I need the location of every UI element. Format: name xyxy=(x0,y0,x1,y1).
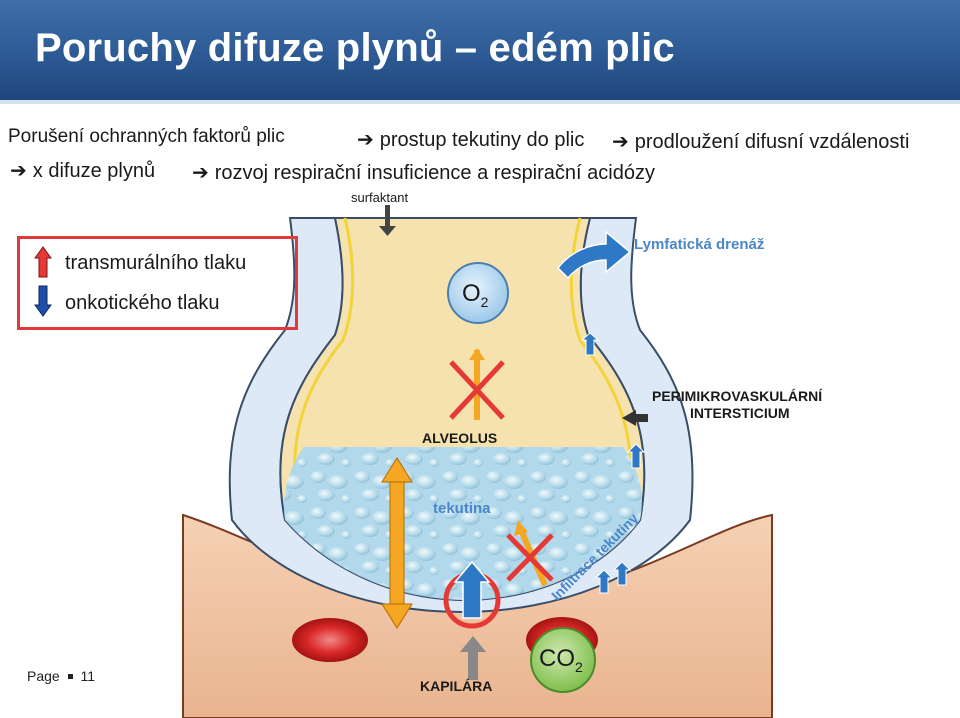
intro-line2-b: rozvoj respirační insuficience a respira… xyxy=(214,162,655,184)
intro-line1-c: prodloužení difusní vzdálenosti xyxy=(634,131,910,153)
intro-line1-c-wrap: ➔prodloužení difusní vzdálenosti xyxy=(612,129,909,154)
co2-label: CO2 xyxy=(539,645,583,675)
page-label: Page xyxy=(27,668,60,684)
alveolus-label: ALVEOLUS xyxy=(422,430,498,446)
surfactant-label: surfaktant xyxy=(351,190,409,205)
co2-bubble xyxy=(530,627,596,693)
fluid-area xyxy=(283,447,642,600)
red-blood-cell xyxy=(292,618,368,662)
legend-down-arrow xyxy=(34,285,52,317)
capillary-pointer-head xyxy=(460,636,486,652)
intro-line1-b: prostup tekutiny do plic xyxy=(379,129,585,151)
intro-line2-a-wrap: ➔x difuze plynů xyxy=(10,158,155,183)
title-bar: Poruchy difuze plynů – edém plic xyxy=(0,0,960,100)
legend-up-label: transmurálního tlaku xyxy=(65,252,247,274)
bidirectional-arrow xyxy=(381,457,413,629)
surfactant-layer xyxy=(293,217,355,513)
lymph-arrow xyxy=(557,230,632,280)
fluid-label: tekutina xyxy=(433,500,491,517)
intro-line2-b-wrap: ➔rozvoj respirační insuficience a respir… xyxy=(192,160,655,185)
capillary-label: KAPILÁRA xyxy=(420,678,493,694)
interstitium-label-2: INTERSTICIUM xyxy=(690,405,790,421)
right-arrow-icon: ➔ xyxy=(612,131,629,153)
o2-label: O2 xyxy=(462,280,489,310)
right-arrow-icon: ➔ xyxy=(192,162,209,184)
bullet-icon xyxy=(67,674,73,679)
capillary-leak-arrow xyxy=(453,560,491,619)
blocked-co2-cross xyxy=(506,533,554,582)
interstitium-pointer xyxy=(622,410,648,426)
page-number: 11 xyxy=(80,668,96,684)
intro-line1-b-wrap: ➔prostup tekutiny do plic xyxy=(357,127,584,152)
legend-up-arrow xyxy=(34,246,52,278)
intro-line2-a: x difuze plynů xyxy=(32,160,156,182)
surfactant-arrow-shaft xyxy=(385,205,390,227)
page-indicator: Page 11 xyxy=(27,668,95,684)
legend-box xyxy=(17,236,298,330)
interstitium-label-1: PERIMIKROVASKULÁRNÍ xyxy=(652,388,823,404)
lymph-label: Lymfatická drenáž xyxy=(634,236,765,253)
right-arrow-icon: ➔ xyxy=(357,129,374,151)
intro-line1-a: Porušení ochranných faktorů plic xyxy=(8,126,285,147)
o2-bubble xyxy=(447,262,509,324)
title-divider xyxy=(0,100,960,104)
surfactant-arrow-head xyxy=(379,226,396,236)
legend-down-label: onkotického tlaku xyxy=(65,292,220,314)
right-arrow-icon: ➔ xyxy=(10,160,27,182)
page-title: Poruchy difuze plynů – edém plic xyxy=(35,26,675,70)
capillary-pointer-shaft xyxy=(468,650,478,680)
interstitial-flow-arrows xyxy=(580,332,646,594)
blocked-o2-cross xyxy=(449,360,505,420)
